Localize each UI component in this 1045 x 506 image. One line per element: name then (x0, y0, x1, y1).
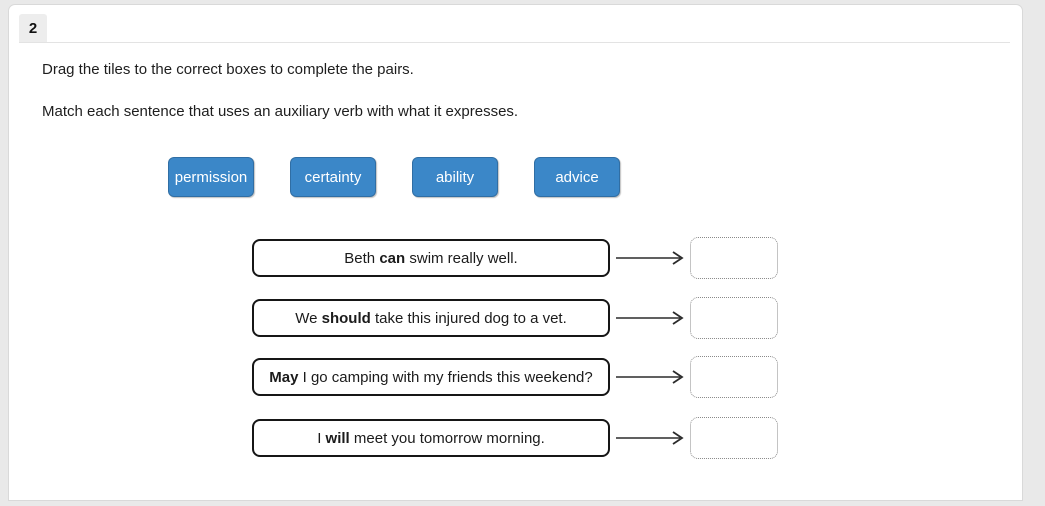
sentence-text: We should take this injured dog to a vet… (295, 309, 567, 327)
pair-row: I will meet you tomorrow morning. (252, 416, 778, 460)
pair-row: We should take this injured dog to a vet… (252, 296, 778, 340)
arrow-icon (616, 431, 684, 445)
sentence-text: May I go camping with my friends this we… (269, 368, 593, 386)
question-panel: 2 Drag the tiles to the correct boxes to… (8, 4, 1023, 501)
pair-row: Beth can swim really well. (252, 236, 778, 280)
question-number: 2 (28, 19, 38, 37)
question-number-tab: 2 (19, 14, 47, 42)
arrow-icon (616, 370, 684, 384)
sentence-box: May I go camping with my friends this we… (252, 358, 610, 396)
tile-permission[interactable]: permission (168, 157, 254, 197)
tile-advice[interactable]: advice (534, 157, 620, 197)
drop-target[interactable] (690, 417, 778, 459)
arrow-icon (616, 311, 684, 325)
sentence-box: Beth can swim really well. (252, 239, 610, 277)
sentence-text: I will meet you tomorrow morning. (317, 429, 545, 447)
drop-target[interactable] (690, 297, 778, 339)
tile-certainty[interactable]: certainty (290, 157, 376, 197)
arrow-icon (616, 251, 684, 265)
drop-target[interactable] (690, 237, 778, 279)
sentence-text: Beth can swim really well. (344, 249, 518, 267)
tile-tray: permission certainty ability advice (168, 157, 620, 197)
tab-divider (19, 42, 1010, 43)
sentence-box: We should take this injured dog to a vet… (252, 299, 610, 337)
pair-row: May I go camping with my friends this we… (252, 355, 778, 399)
instruction-drag-tiles: Drag the tiles to the correct boxes to c… (42, 61, 414, 78)
instruction-match-sentences: Match each sentence that uses an auxilia… (42, 103, 519, 120)
sentence-box: I will meet you tomorrow morning. (252, 419, 610, 457)
drop-target[interactable] (690, 356, 778, 398)
tile-ability[interactable]: ability (412, 157, 498, 197)
